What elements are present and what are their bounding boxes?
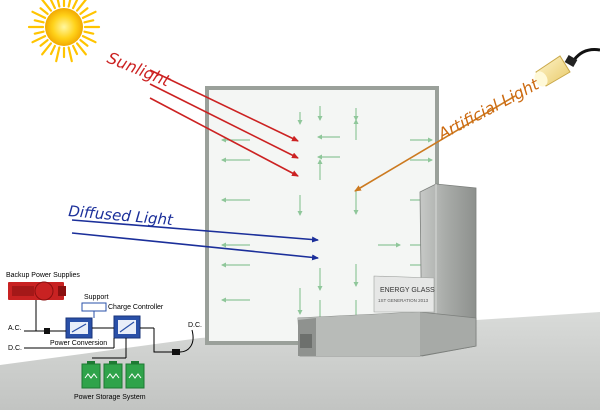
diffused-light-arrows — [71, 219, 319, 261]
ac-label: A.C. — [8, 325, 22, 332]
battery-bank — [81, 361, 145, 389]
support-label: Support — [84, 294, 109, 301]
power-storage-label: Power Storage System — [74, 394, 146, 401]
product-generation: 1ST GENERATION 2013 — [378, 298, 429, 303]
product-name: ENERGY GLASS — [380, 287, 435, 294]
dc-connector — [172, 349, 180, 355]
battery-icon — [81, 361, 101, 389]
charge-controller-unit — [113, 315, 141, 339]
support-unit — [81, 302, 107, 312]
diffused-light-label: Diffused Light — [68, 202, 175, 229]
battery-icon — [103, 361, 123, 389]
dc-label-left: D.C. — [8, 345, 22, 352]
lamp-icon — [534, 48, 600, 87]
backup-power-label: Backup Power Supplies — [6, 272, 80, 279]
wiring — [24, 300, 194, 359]
battery-icon — [125, 361, 145, 389]
sunlight-arrows — [149, 69, 299, 177]
dc-label-right: D.C. — [188, 322, 202, 329]
artificial-light-arrow — [354, 95, 516, 192]
power-conversion-unit — [65, 317, 93, 339]
artificial-light-label: Artificial Light — [434, 74, 543, 144]
aluminium-frame-post — [297, 183, 477, 357]
power-system: Backup Power Supplies Support Charge Con… — [6, 272, 202, 401]
power-conversion-label: Power Conversion — [50, 340, 107, 347]
sunlight-label: Sunlight — [105, 48, 174, 91]
ac-connector — [44, 328, 50, 334]
generator-icon — [8, 281, 66, 301]
charge-controller-label: Charge Controller — [108, 304, 164, 311]
product-plate: ENERGY GLASS 1ST GENERATION 2013 — [373, 275, 435, 313]
sun-icon — [27, 0, 101, 63]
